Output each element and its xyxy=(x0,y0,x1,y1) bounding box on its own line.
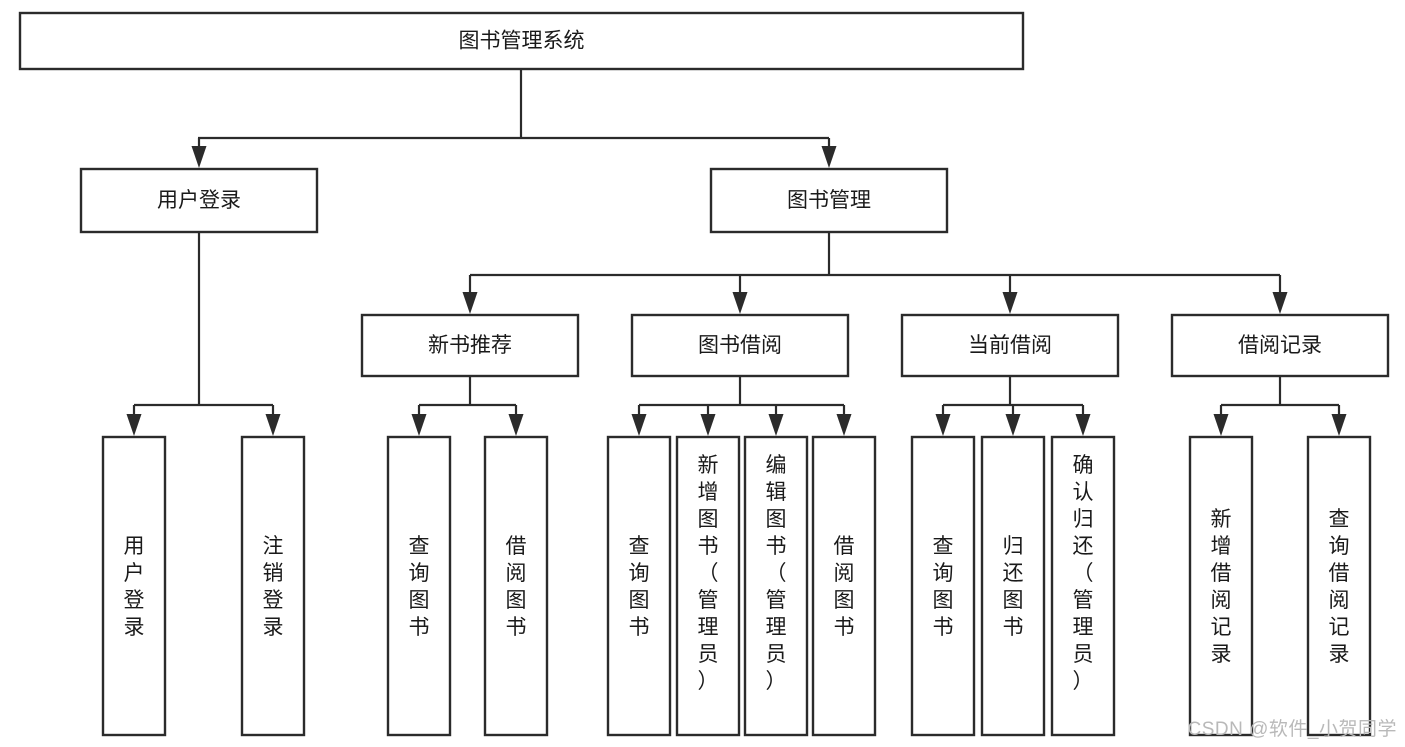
arrow-head xyxy=(1272,292,1288,314)
arrow-head xyxy=(732,292,748,314)
arrow-head xyxy=(1331,414,1347,436)
node-label: 查询借阅记录 xyxy=(1329,508,1350,666)
arrow-head xyxy=(265,414,281,436)
node-leaf-query-book-2[interactable] xyxy=(606,435,672,737)
node-leaf-user-logout[interactable] xyxy=(240,435,306,737)
arrow-head xyxy=(836,414,852,436)
node-box[interactable] xyxy=(630,313,850,378)
node-box[interactable] xyxy=(483,435,549,737)
node-new-book-recommend[interactable] xyxy=(360,313,580,378)
node-box[interactable] xyxy=(709,167,949,234)
node-box[interactable] xyxy=(1050,435,1116,737)
node-box[interactable] xyxy=(910,435,976,737)
node-leaf-add-book[interactable] xyxy=(675,435,741,737)
arrow-head xyxy=(126,414,142,436)
node-user-login[interactable] xyxy=(79,167,319,234)
arrow-head xyxy=(631,414,647,436)
node-box[interactable] xyxy=(1188,435,1254,737)
node-box[interactable] xyxy=(743,435,809,737)
node-box[interactable] xyxy=(606,435,672,737)
node-leaf-borrow-book-1[interactable] xyxy=(483,435,549,737)
node-box[interactable] xyxy=(18,11,1025,71)
node-root[interactable] xyxy=(18,11,1025,71)
arrow-head xyxy=(768,414,784,436)
node-label: 查询图书 xyxy=(409,535,430,639)
node-box[interactable] xyxy=(675,435,741,737)
node-current-borrow[interactable] xyxy=(900,313,1120,378)
arrow-head xyxy=(462,292,478,314)
node-box[interactable] xyxy=(811,435,877,737)
node-box[interactable] xyxy=(1306,435,1372,737)
node-label: 借阅图书 xyxy=(834,535,855,639)
node-label: 新书推荐 xyxy=(428,334,512,357)
node-label: 注销登录 xyxy=(263,535,284,639)
node-label: 图书借阅 xyxy=(698,334,782,357)
node-label: 借阅图书 xyxy=(506,535,527,639)
node-borrow-record[interactable] xyxy=(1170,313,1390,378)
arrow-head xyxy=(935,414,951,436)
node-label: 用户登录 xyxy=(124,535,145,639)
node-label: 当前借阅 xyxy=(968,334,1052,357)
node-label: 借阅记录 xyxy=(1238,334,1322,357)
arrow-head xyxy=(1002,292,1018,314)
node-box[interactable] xyxy=(240,435,306,737)
arrow-head xyxy=(1005,414,1021,436)
connector-layer xyxy=(126,69,1347,436)
node-box[interactable] xyxy=(386,435,452,737)
node-book-manage[interactable] xyxy=(709,167,949,234)
node-leaf-borrow-book-2[interactable] xyxy=(811,435,877,737)
node-label: 图书管理 xyxy=(787,189,871,212)
arrow-head xyxy=(700,414,716,436)
node-leaf-user-login[interactable] xyxy=(101,435,167,737)
node-label: 新增图书（管理员） xyxy=(698,454,719,693)
node-leaf-confirm-return[interactable] xyxy=(1050,435,1116,737)
node-leaf-return-book[interactable] xyxy=(980,435,1046,737)
arrow-head xyxy=(191,146,207,168)
node-leaf-add-record[interactable] xyxy=(1188,435,1254,737)
label-layer: 图书管理系统用户登录图书管理新书推荐图书借阅当前借阅借阅记录用户登录注销登录查询… xyxy=(124,30,1350,694)
node-box[interactable] xyxy=(1170,313,1390,378)
node-box[interactable] xyxy=(79,167,319,234)
node-box[interactable] xyxy=(900,313,1120,378)
node-box[interactable] xyxy=(360,313,580,378)
arrow-head xyxy=(1213,414,1229,436)
arrow-head xyxy=(508,414,524,436)
box-layer xyxy=(18,11,1390,737)
arrow-head xyxy=(411,414,427,436)
node-label: 图书管理系统 xyxy=(459,30,585,53)
arrow-head xyxy=(1075,414,1091,436)
node-leaf-query-record[interactable] xyxy=(1306,435,1372,737)
arrow-head xyxy=(821,146,837,168)
node-label: 查询图书 xyxy=(629,535,650,639)
node-label: 用户登录 xyxy=(157,189,241,212)
node-label: 编辑图书（管理员） xyxy=(766,454,787,693)
node-label: 归还图书 xyxy=(1003,535,1024,639)
node-leaf-edit-book[interactable] xyxy=(743,435,809,737)
node-box[interactable] xyxy=(980,435,1046,737)
node-label: 查询图书 xyxy=(933,535,954,639)
node-leaf-query-book-1[interactable] xyxy=(386,435,452,737)
node-label: 确认归还（管理员） xyxy=(1073,454,1094,693)
node-book-borrow[interactable] xyxy=(630,313,850,378)
node-label: 新增借阅记录 xyxy=(1211,508,1232,666)
node-leaf-query-book-3[interactable] xyxy=(910,435,976,737)
node-box[interactable] xyxy=(101,435,167,737)
